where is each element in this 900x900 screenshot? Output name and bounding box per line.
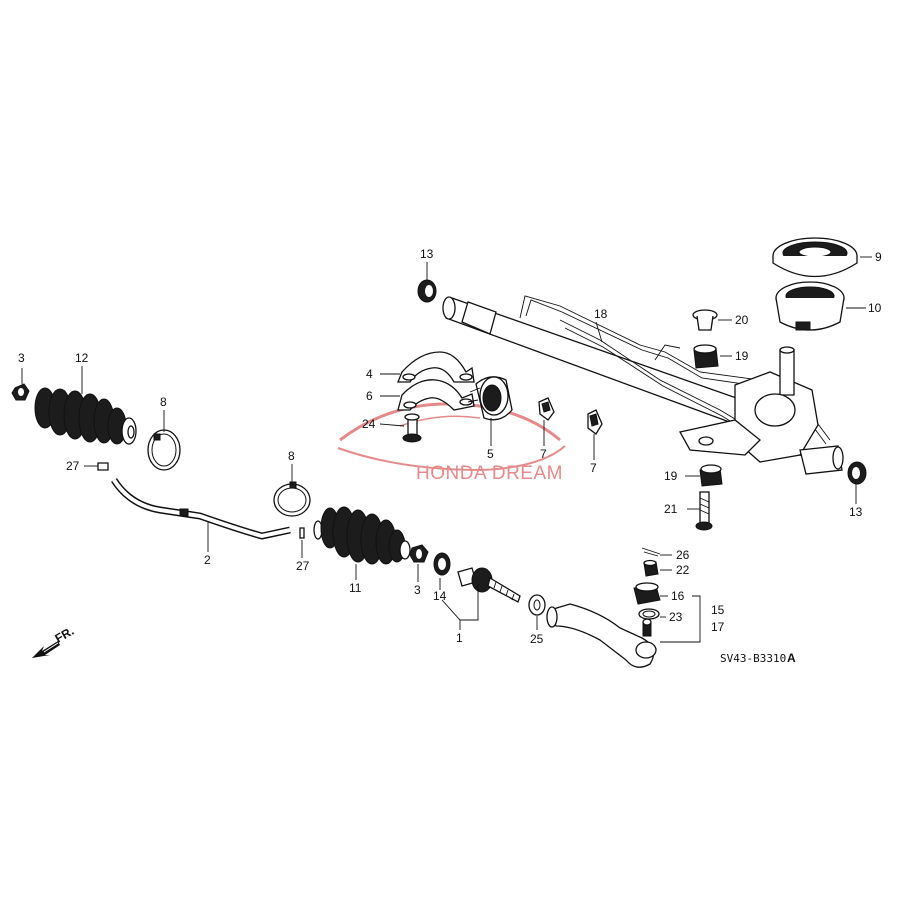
callout-9: 9 bbox=[875, 250, 882, 264]
clip-part-27-lower bbox=[299, 527, 305, 539]
seal-part-9 bbox=[772, 237, 858, 278]
callout-12: 12 bbox=[75, 351, 89, 365]
bolt-part-24 bbox=[402, 413, 422, 443]
callout-15: 15 bbox=[711, 603, 725, 617]
steering-boot-part-11 bbox=[313, 506, 411, 565]
callout-26: 26 bbox=[676, 548, 690, 562]
diagram-code: SV43-B3310 bbox=[720, 652, 786, 665]
lock-washer-part-14 bbox=[433, 552, 451, 576]
callout-5: 5 bbox=[487, 447, 494, 461]
callout-21: 21 bbox=[664, 502, 678, 516]
clamp-band-part-8-lower bbox=[273, 481, 311, 517]
tie-rod-end-part-15 bbox=[546, 603, 657, 668]
diagram-code-suffix: A bbox=[787, 651, 796, 665]
bracket-part-4 bbox=[397, 351, 475, 383]
watermark-text: HONDA DREAM bbox=[416, 463, 563, 484]
leader-lines bbox=[21, 256, 872, 643]
callout-27-upper: 27 bbox=[66, 459, 80, 473]
bushing-part-19-lower bbox=[699, 464, 723, 487]
callout-2: 2 bbox=[204, 553, 211, 567]
callout-14: 14 bbox=[433, 589, 447, 603]
callout-13-lower: 13 bbox=[849, 505, 863, 519]
callout-3-right: 3 bbox=[414, 583, 421, 597]
callout-8-upper: 8 bbox=[160, 395, 167, 409]
lock-nut-part-25 bbox=[528, 594, 546, 616]
gasket-part-10 bbox=[775, 281, 845, 331]
callout-27-lower: 27 bbox=[296, 559, 310, 573]
cap-part-20 bbox=[692, 309, 718, 331]
steering-boot-part-12 bbox=[34, 387, 137, 445]
dust-seal-part-13-lower bbox=[847, 461, 867, 485]
callout-19-lower: 19 bbox=[664, 469, 678, 483]
dust-seal-part-13-upper bbox=[417, 279, 437, 303]
callout-16: 16 bbox=[671, 589, 685, 603]
nut-part-3-left bbox=[11, 383, 30, 401]
callout-25: 25 bbox=[530, 632, 544, 646]
bushing-part-19-upper bbox=[693, 344, 719, 369]
callout-23: 23 bbox=[669, 610, 683, 624]
part-callouts: 13 9 10 18 20 19 4 6 24 5 7 7 19 21 13 3… bbox=[18, 247, 882, 646]
callout-19-upper: 19 bbox=[735, 349, 749, 363]
tie-rod-part-1 bbox=[457, 567, 521, 603]
callout-6: 6 bbox=[366, 389, 373, 403]
ball-joint-boot-part-16 bbox=[633, 582, 661, 605]
nut-part-3-right bbox=[409, 544, 429, 563]
callout-18: 18 bbox=[594, 307, 608, 321]
steering-gearbox-part-18 bbox=[442, 295, 844, 475]
callout-1: 1 bbox=[456, 631, 463, 645]
clip-part-7-right bbox=[587, 409, 603, 435]
callout-10: 10 bbox=[868, 301, 882, 315]
callout-8-lower: 8 bbox=[288, 449, 295, 463]
cotter-pin-part-26 bbox=[641, 547, 661, 557]
front-arrow-icon bbox=[32, 641, 60, 658]
callout-4: 4 bbox=[366, 367, 373, 381]
clip-part-7-left bbox=[538, 397, 555, 421]
air-tube-part-2 bbox=[111, 478, 291, 540]
clip-part-27-upper bbox=[97, 462, 109, 471]
callout-7-right: 7 bbox=[590, 461, 597, 475]
clamp-band-part-8-upper bbox=[147, 429, 181, 471]
bracket-part-6 bbox=[397, 379, 475, 411]
callout-11: 11 bbox=[349, 581, 362, 595]
callout-17: 17 bbox=[711, 620, 725, 634]
watermark-logo bbox=[337, 402, 566, 472]
callout-7-left: 7 bbox=[540, 447, 547, 461]
callout-22: 22 bbox=[676, 563, 690, 577]
circlip-part-23 bbox=[638, 608, 660, 620]
callout-24: 24 bbox=[362, 417, 376, 431]
callout-3-left: 3 bbox=[18, 351, 25, 365]
callout-20: 20 bbox=[735, 313, 749, 327]
callout-13-upper: 13 bbox=[420, 247, 434, 261]
mount-bushing-part-5 bbox=[467, 376, 513, 421]
bolt-part-21 bbox=[695, 491, 713, 531]
castle-nut-part-22 bbox=[643, 559, 659, 577]
